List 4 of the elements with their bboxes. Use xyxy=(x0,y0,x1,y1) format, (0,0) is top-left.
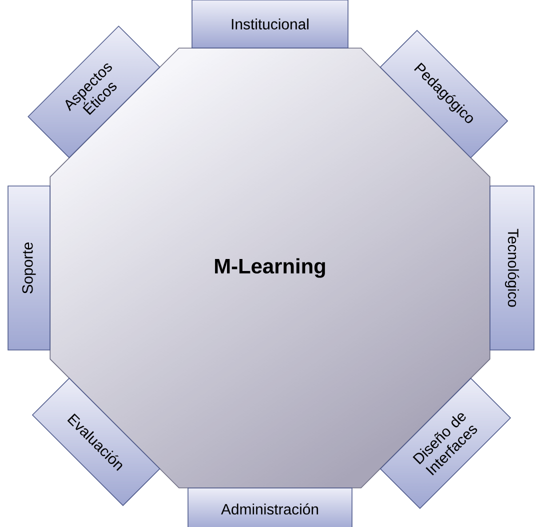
label-box: Administración xyxy=(188,488,352,527)
label-box: Institucional xyxy=(192,0,348,48)
label-box: Soporte xyxy=(8,186,50,350)
label-box: Tecnológico xyxy=(490,186,534,350)
